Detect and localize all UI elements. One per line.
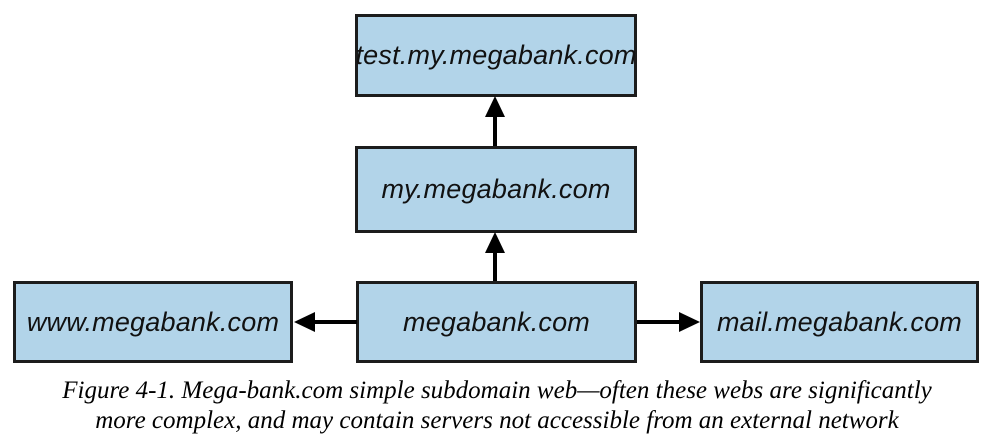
node-label: www.megabank.com (26, 306, 280, 337)
arrow-left-root-to-www-icon (294, 312, 357, 332)
figure-caption: Figure 4-1. Mega-bank.com simple subdoma… (0, 376, 994, 436)
node-megabank-root: megabank.com (356, 281, 637, 363)
node-test-my-megabank: test.my.megabank.com (355, 14, 637, 97)
arrow-right-root-to-mail-icon (637, 312, 700, 332)
node-my-megabank: my.megabank.com (355, 146, 637, 233)
figure-caption-line1: Figure 4-1. Mega-bank.com simple subdoma… (62, 377, 932, 404)
node-label: test.my.megabank.com (355, 40, 637, 70)
node-label: mail.megabank.com (716, 306, 962, 337)
node-www-megabank: www.megabank.com (13, 281, 293, 363)
arrow-up-root-to-my-icon (485, 232, 505, 281)
node-label: my.megabank.com (381, 174, 611, 204)
figure-caption-line2: more complex, and may contain servers no… (95, 407, 899, 434)
arrow-up-my-to-test-icon (485, 96, 505, 146)
node-mail-megabank: mail.megabank.com (700, 281, 979, 363)
node-label: megabank.com (403, 306, 590, 337)
